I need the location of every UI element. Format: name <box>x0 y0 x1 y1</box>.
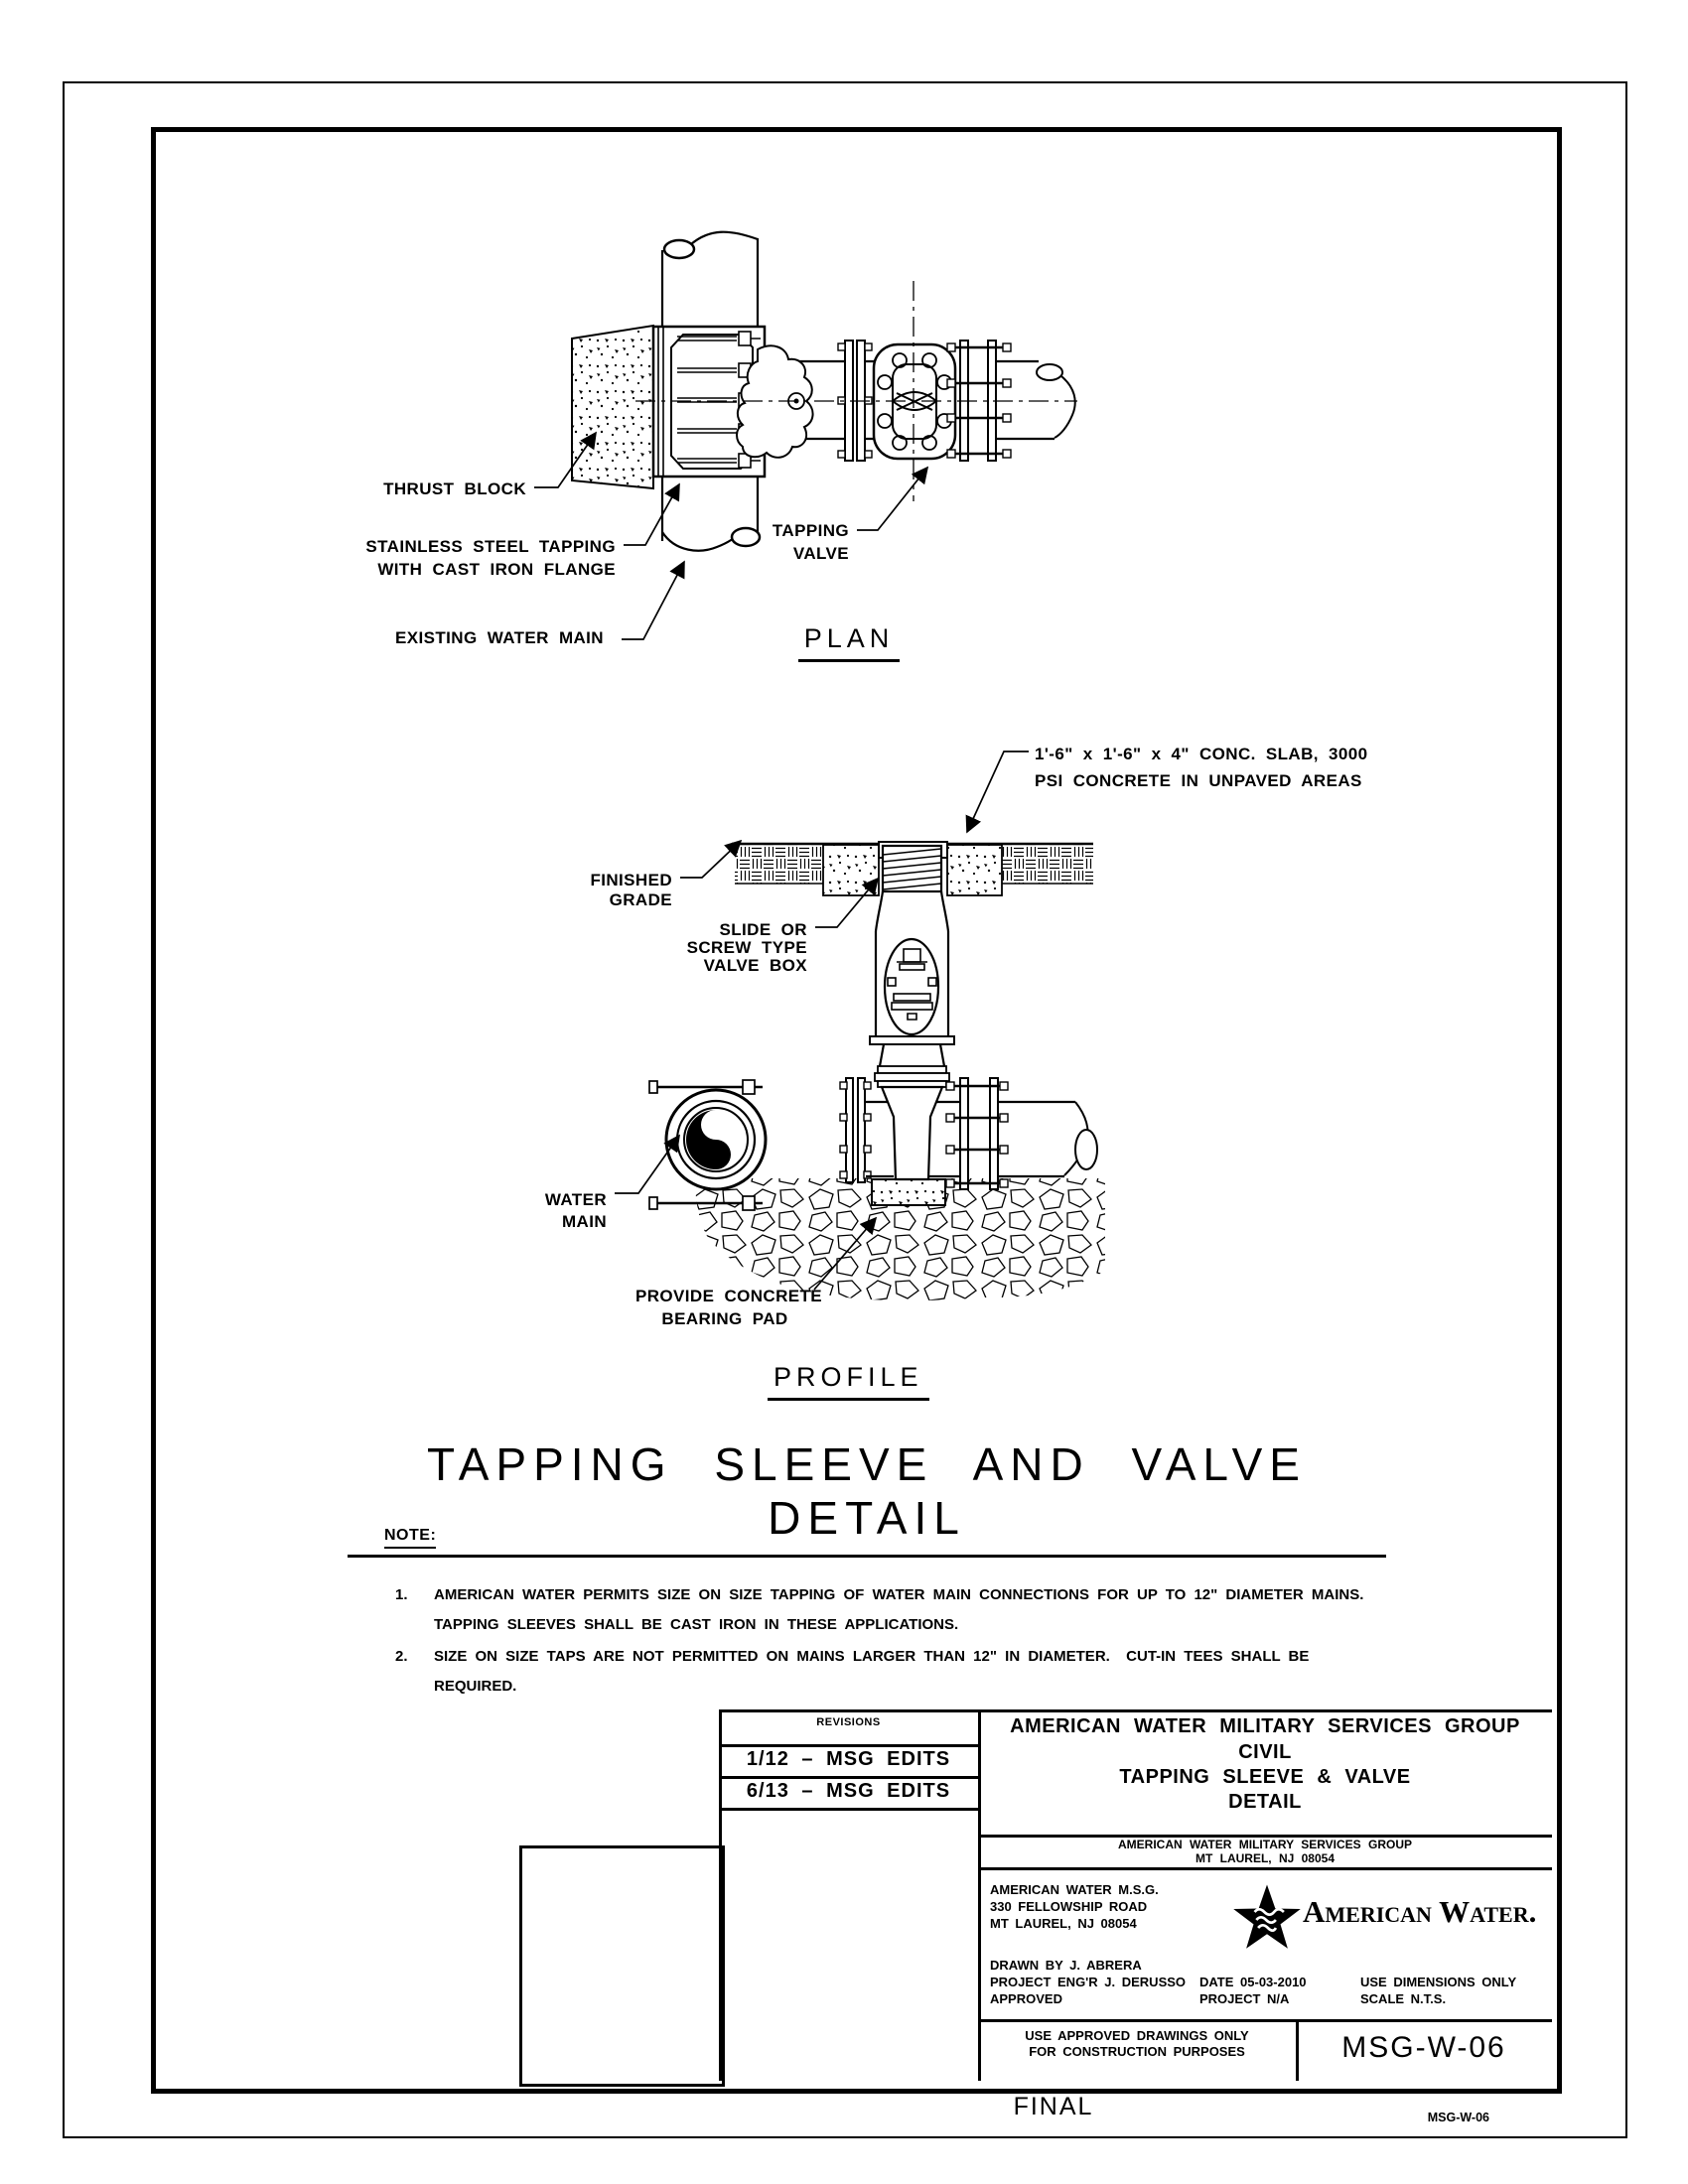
address-line: AMERICAN WATER M.S.G. <box>990 1882 1159 1897</box>
label-line: WATER <box>544 1190 607 1209</box>
label-line: MAIN <box>561 1212 607 1231</box>
project-title-line: TAPPING SLEEVE & VALVE <box>1119 1766 1411 1788</box>
main-block-divider <box>978 2019 1552 2022</box>
note-2-line-1: SIZE ON SIZE TAPS ARE NOT PERMITTED ON M… <box>434 1648 1310 1665</box>
use-dimensions-label: USE DIMENSIONS ONLY <box>1360 1975 1517 1989</box>
revisions-divider <box>719 1744 978 1747</box>
label-line: STAINLESS STEEL TAPPING <box>365 537 616 556</box>
bottom-band-divider <box>1296 2019 1299 2081</box>
project-engineer: PROJECT ENG'R J. DERUSSO <box>990 1975 1187 1989</box>
project-title-line: AMERICAN WATER MILITARY SERVICES GROUP <box>1010 1715 1520 1737</box>
revisions-header: REVISIONS <box>816 1716 881 1728</box>
note-2-line-2: REQUIRED. <box>434 1678 517 1695</box>
revisions-divider <box>719 1776 978 1779</box>
label-line: FINISHED <box>590 871 672 889</box>
main-block-divider <box>978 1835 1552 1838</box>
address-line: 330 FELLOWSHIP ROAD <box>990 1899 1148 1914</box>
view-title-plan: PLAN <box>779 623 918 662</box>
disclaimer-line: FOR CONSTRUCTION PURPOSES <box>1029 2044 1245 2059</box>
label-line: PROVIDE CONCRETE <box>635 1287 823 1305</box>
blank-cell <box>519 1845 725 2087</box>
label-line: 1'-6" x 1'-6" x 4" CONC. SLAB, 3000 <box>1035 745 1368 763</box>
main-block-divider <box>978 1867 1552 1870</box>
main-block-left-line <box>978 1709 981 2081</box>
logo-text: American Water. <box>1303 1894 1537 1929</box>
label-line: PSI CONCRETE IN UNPAVED AREAS <box>1035 771 1362 790</box>
address-line: MT LAUREL, NJ 08054 <box>990 1916 1137 1931</box>
project-title-line: DETAIL <box>1228 1791 1302 1813</box>
disclaimer-line: USE APPROVED DRAWINGS ONLY <box>1025 2028 1249 2043</box>
label-line: VALVE BOX <box>703 956 807 975</box>
label-line: VALVE <box>792 544 849 563</box>
scale-label: SCALE N.T.S. <box>1360 1991 1447 2006</box>
label-finished-grade: FINISHED GRADE <box>590 871 672 910</box>
date-label: DATE 05-03-2010 <box>1199 1975 1307 1989</box>
inner-border <box>151 127 1562 2094</box>
note-heading: NOTE: <box>384 1527 437 1549</box>
title-block-top-line <box>719 1709 1552 1712</box>
label-thrust-block: THRUST BLOCK <box>383 479 526 498</box>
label-line: SCREW TYPE <box>686 938 807 957</box>
star-icon <box>1233 1884 1301 1949</box>
final-stamp: FINAL <box>1013 2093 1094 2120</box>
org-line: MT LAUREL, NJ 08054 <box>1195 1851 1336 1865</box>
outer-border <box>63 81 1627 2138</box>
drawn-by: DRAWN BY J. ABRERA <box>990 1958 1142 1973</box>
view-title-profile: PROFILE <box>768 1362 929 1401</box>
sheet-number: MSG-W-06 <box>1341 2031 1506 2064</box>
label-line: SLIDE OR <box>719 920 807 939</box>
label-conc-slab-callout: 1'-6" x 1'-6" x 4" CONC. SLAB, 3000 PSI … <box>1035 741 1367 794</box>
revision-row: 1/12 – MSG EDITS <box>746 1748 951 1770</box>
drawing-title: TAPPING SLEEVE AND VALVE DETAIL <box>348 1437 1386 1558</box>
american-water-logo <box>1227 1880 1545 1964</box>
sheet-number-footer: MSG-W-06 <box>1427 2111 1489 2124</box>
revision-row: 6/13 – MSG EDITS <box>746 1780 951 1802</box>
label-line: WITH CAST IRON FLANGE <box>377 560 616 579</box>
label-line: GRADE <box>609 890 672 909</box>
label-line: TAPPING <box>772 521 849 540</box>
note-2-number: 2. <box>395 1648 408 1665</box>
label-line: BEARING PAD <box>661 1309 788 1328</box>
project-label: PROJECT N/A <box>1199 1991 1290 2006</box>
org-line: AMERICAN WATER MILITARY SERVICES GROUP <box>1117 1838 1413 1851</box>
note-1-line-2: TAPPING SLEEVES SHALL BE CAST IRON IN TH… <box>434 1616 959 1633</box>
approved-label: APPROVED <box>990 1991 1062 2006</box>
revisions-divider <box>719 1808 978 1811</box>
label-tapping-valve: TAPPING VALVE <box>773 519 849 565</box>
note-1-number: 1. <box>395 1586 408 1603</box>
label-water-main: WATER MAIN <box>545 1189 607 1233</box>
label-stainless-steel-tapping: STAINLESS STEEL TAPPING WITH CAST IRON F… <box>365 535 616 581</box>
label-bearing-pad: PROVIDE CONCRETE BEARING PAD <box>635 1285 823 1330</box>
project-title-line: CIVIL <box>1238 1741 1292 1763</box>
revisions-left-line <box>719 1709 722 2081</box>
label-valve-box: SLIDE OR SCREW TYPE VALVE BOX <box>687 921 807 975</box>
note-1-line-1: AMERICAN WATER PERMITS SIZE ON SIZE TAPP… <box>434 1586 1364 1603</box>
label-existing-water-main: EXISTING WATER MAIN <box>395 628 604 647</box>
